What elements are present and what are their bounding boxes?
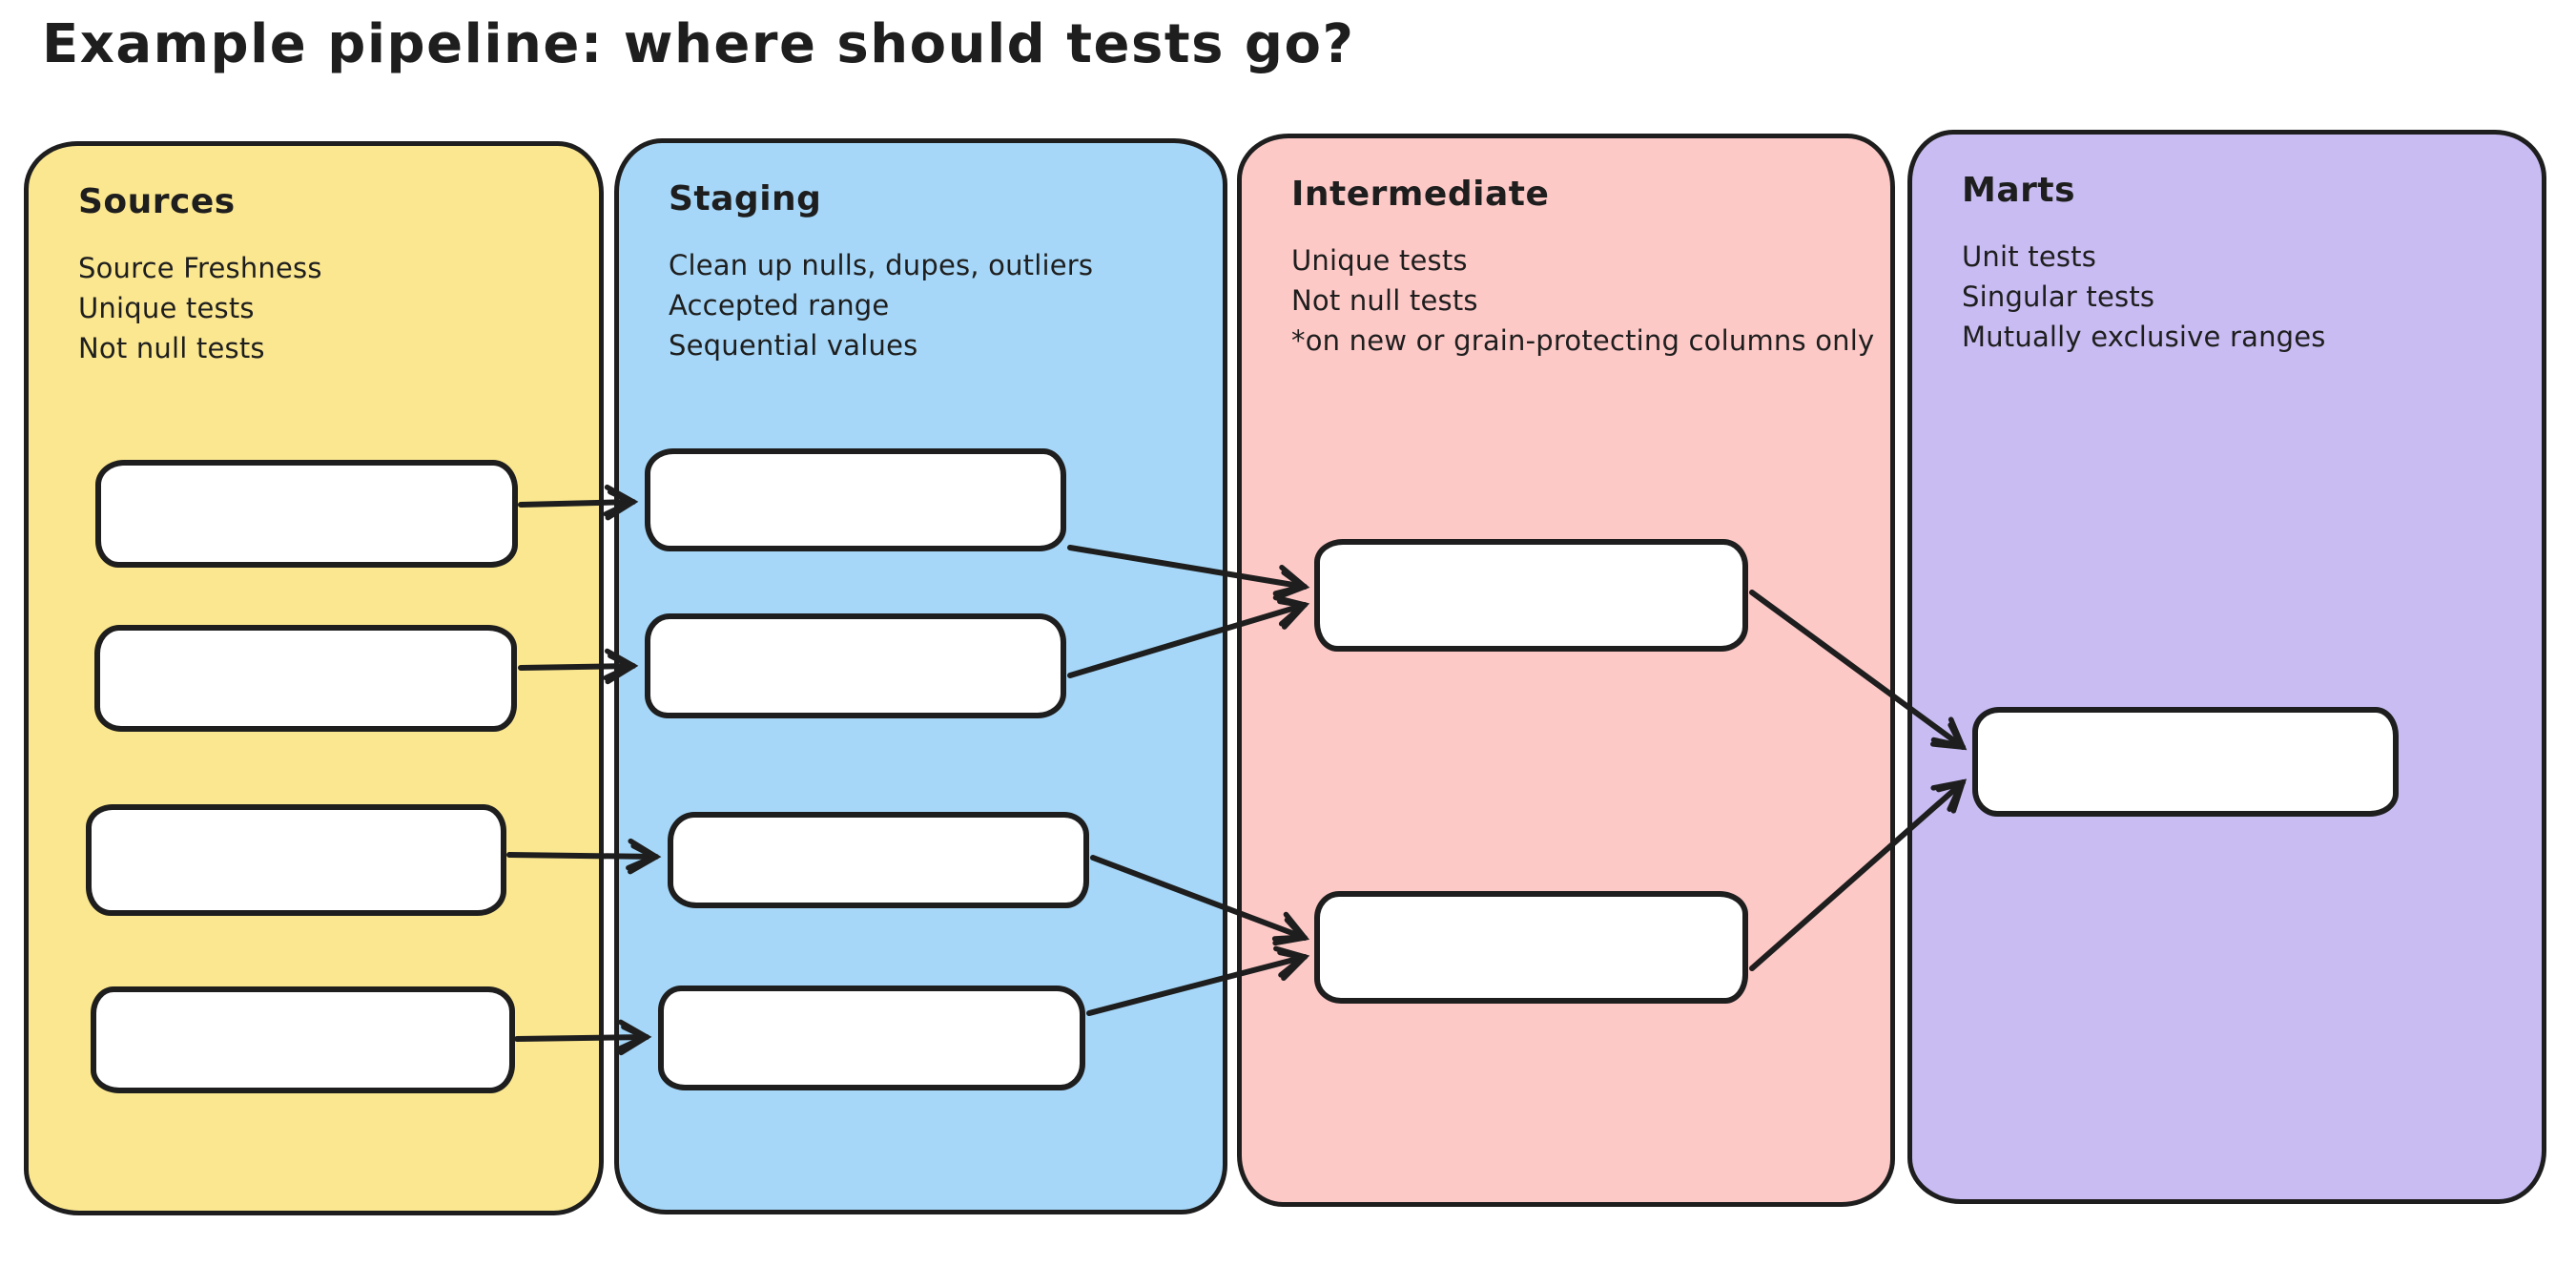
note-line: Source Freshness bbox=[78, 252, 322, 284]
column-intermediate-notes: Unique tests Not null tests *on new or g… bbox=[1291, 240, 1875, 361]
sources-model-box-3 bbox=[86, 804, 506, 916]
note-line: Mutually exclusive ranges bbox=[1962, 321, 2326, 353]
diagram-title: Example pipeline: where should tests go? bbox=[42, 13, 1355, 75]
staging-model-box-3 bbox=[668, 812, 1089, 908]
column-intermediate-title: Intermediate bbox=[1291, 175, 1550, 214]
column-sources-title: Sources bbox=[78, 182, 236, 221]
column-sources-notes: Source Freshness Unique tests Not null t… bbox=[78, 248, 561, 368]
note-line: Singular tests bbox=[1962, 280, 2155, 313]
column-staging-title: Staging bbox=[669, 179, 822, 218]
column-marts-notes: Unit tests Singular tests Mutually exclu… bbox=[1962, 237, 2504, 357]
staging-model-box-4 bbox=[658, 986, 1085, 1090]
note-line: Not null tests bbox=[78, 332, 265, 364]
sources-model-box-2 bbox=[94, 625, 517, 732]
note-line: Not null tests bbox=[1291, 284, 1478, 317]
intermediate-model-box-1 bbox=[1314, 539, 1748, 652]
column-marts: Marts Unit tests Singular tests Mutually… bbox=[1907, 130, 2546, 1204]
column-marts-title: Marts bbox=[1962, 171, 2076, 210]
staging-model-box-1 bbox=[645, 448, 1066, 551]
note-line: *on new or grain-protecting columns only bbox=[1291, 324, 1875, 357]
marts-model-box-1 bbox=[1972, 707, 2399, 817]
staging-model-box-2 bbox=[645, 613, 1066, 718]
note-line: Unique tests bbox=[78, 292, 255, 324]
intermediate-model-box-2 bbox=[1314, 891, 1748, 1004]
note-line: Accepted range bbox=[669, 289, 890, 322]
column-intermediate: Intermediate Unique tests Not null tests… bbox=[1237, 134, 1895, 1207]
sources-model-box-1 bbox=[95, 460, 518, 568]
note-line: Sequential values bbox=[669, 329, 918, 362]
note-line: Clean up nulls, dupes, outliers bbox=[669, 249, 1094, 281]
note-line: Unique tests bbox=[1291, 244, 1468, 277]
note-line: Unit tests bbox=[1962, 240, 2097, 273]
sources-model-box-4 bbox=[91, 986, 515, 1093]
column-staging-notes: Clean up nulls, dupes, outliers Accepted… bbox=[669, 245, 1185, 365]
